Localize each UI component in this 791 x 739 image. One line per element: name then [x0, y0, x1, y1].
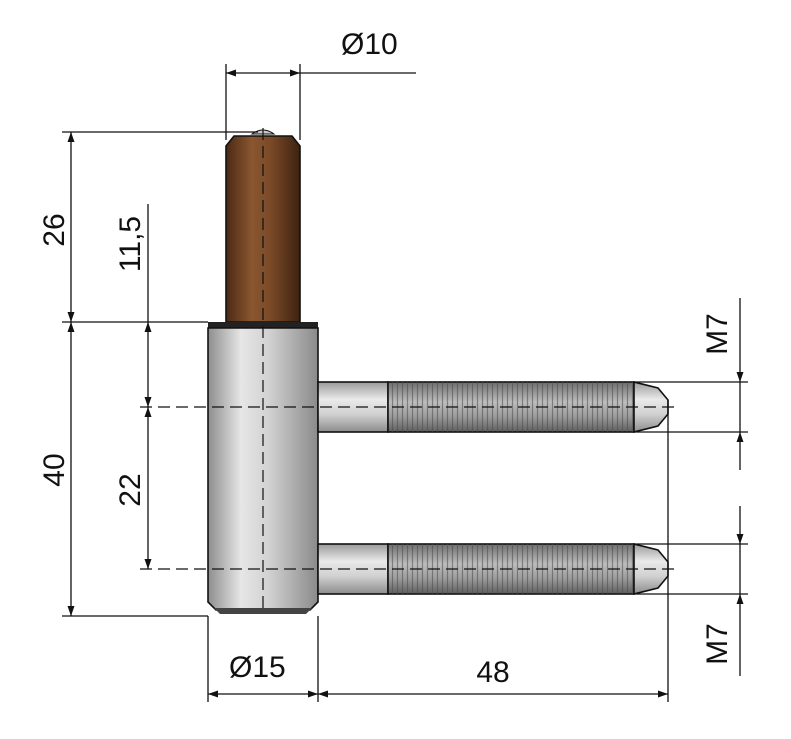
- center-lines: [140, 128, 680, 614]
- screw-length-label: 48: [476, 656, 509, 689]
- extension-lines: [62, 64, 748, 702]
- offset-height-label: 11,5: [114, 216, 147, 272]
- thread-bottom-label: M7: [701, 623, 734, 665]
- pin-diameter-label: Ø10: [341, 28, 398, 61]
- pin-height-label: 26: [38, 213, 71, 246]
- body-diameter-label: Ø15: [229, 651, 286, 684]
- hinge-body: [207, 322, 319, 614]
- screw-spacing-label: 22: [114, 473, 147, 506]
- thread-top-label: M7: [701, 313, 734, 355]
- body-height-label: 40: [38, 453, 71, 486]
- dimension-lines: [67, 69, 744, 698]
